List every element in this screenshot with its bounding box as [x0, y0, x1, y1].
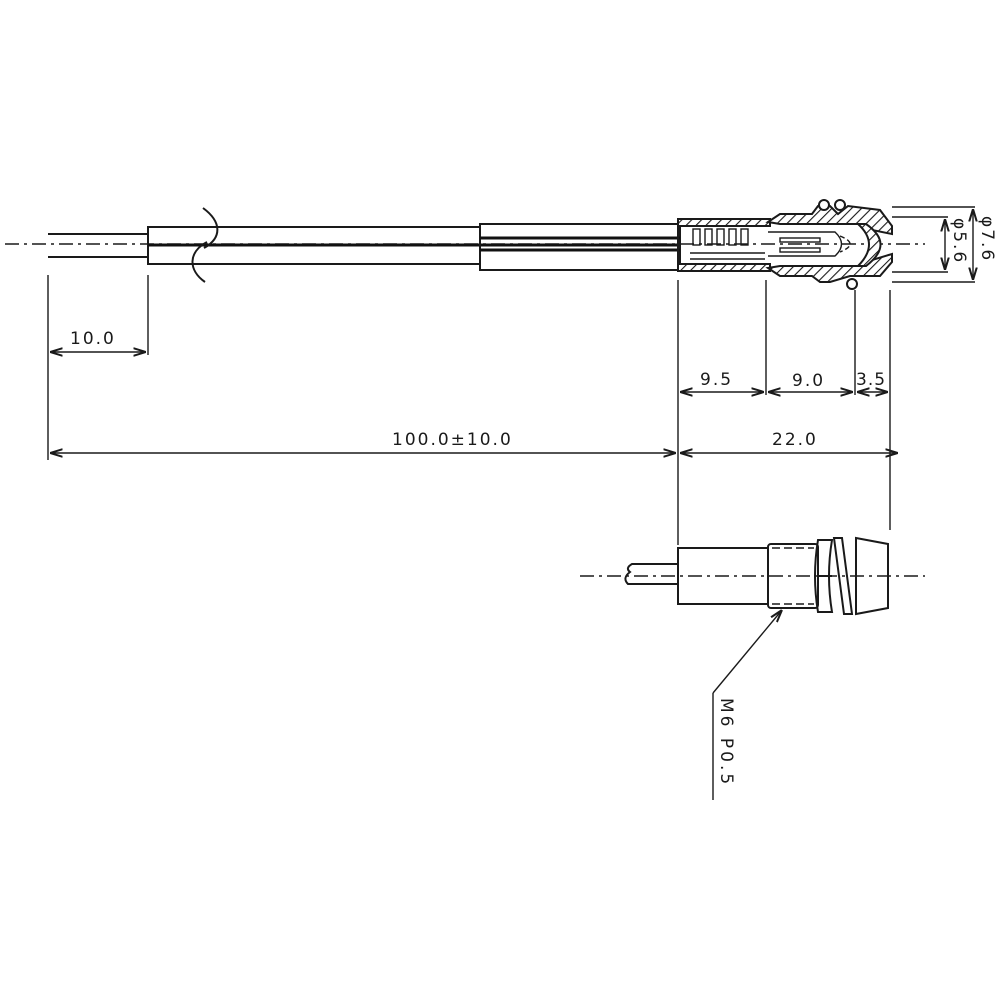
break-mark-upper: [202, 207, 219, 249]
bulb: [768, 231, 843, 257]
label-lead-length: 100.0±10.0: [392, 430, 513, 450]
exterior-view: [580, 536, 925, 800]
socket-shell-bottom: [677, 263, 771, 272]
linear-dimensions: [50, 352, 898, 453]
label-lead-strip: 10.0: [70, 329, 116, 349]
nut-bottom: [846, 278, 858, 290]
label-thread-callout: M6 P0.5: [716, 698, 736, 788]
diameter-dimensions: [892, 206, 975, 283]
lens-cap: [855, 536, 889, 616]
label-seg-3: 3.5: [856, 370, 887, 390]
label-seg-2: 9.0: [792, 371, 826, 391]
label-seg-1: 9.5: [700, 370, 734, 390]
label-inner-diameter: φ5.6: [949, 218, 969, 265]
extension-lines: [47, 275, 891, 545]
nut-top-a: [818, 199, 830, 211]
nut-top-b: [834, 199, 846, 211]
filament-a: [779, 237, 821, 243]
filament-b: [779, 247, 821, 253]
terminal-fins: [690, 228, 765, 260]
lead-stub: [624, 563, 678, 585]
lens-dome: [855, 223, 882, 267]
label-body-length: 22.0: [772, 430, 818, 450]
thread-leader: [712, 610, 782, 694]
label-outer-diameter: φ7.6: [977, 216, 997, 263]
break-mark-lower: [191, 241, 208, 283]
hex-nut: [814, 539, 834, 613]
sleeve: [479, 223, 681, 271]
bulb-dashed-tip: [839, 235, 851, 253]
sectional-view: [5, 199, 925, 290]
washer: [832, 537, 854, 615]
socket-shell-top: [677, 218, 771, 227]
